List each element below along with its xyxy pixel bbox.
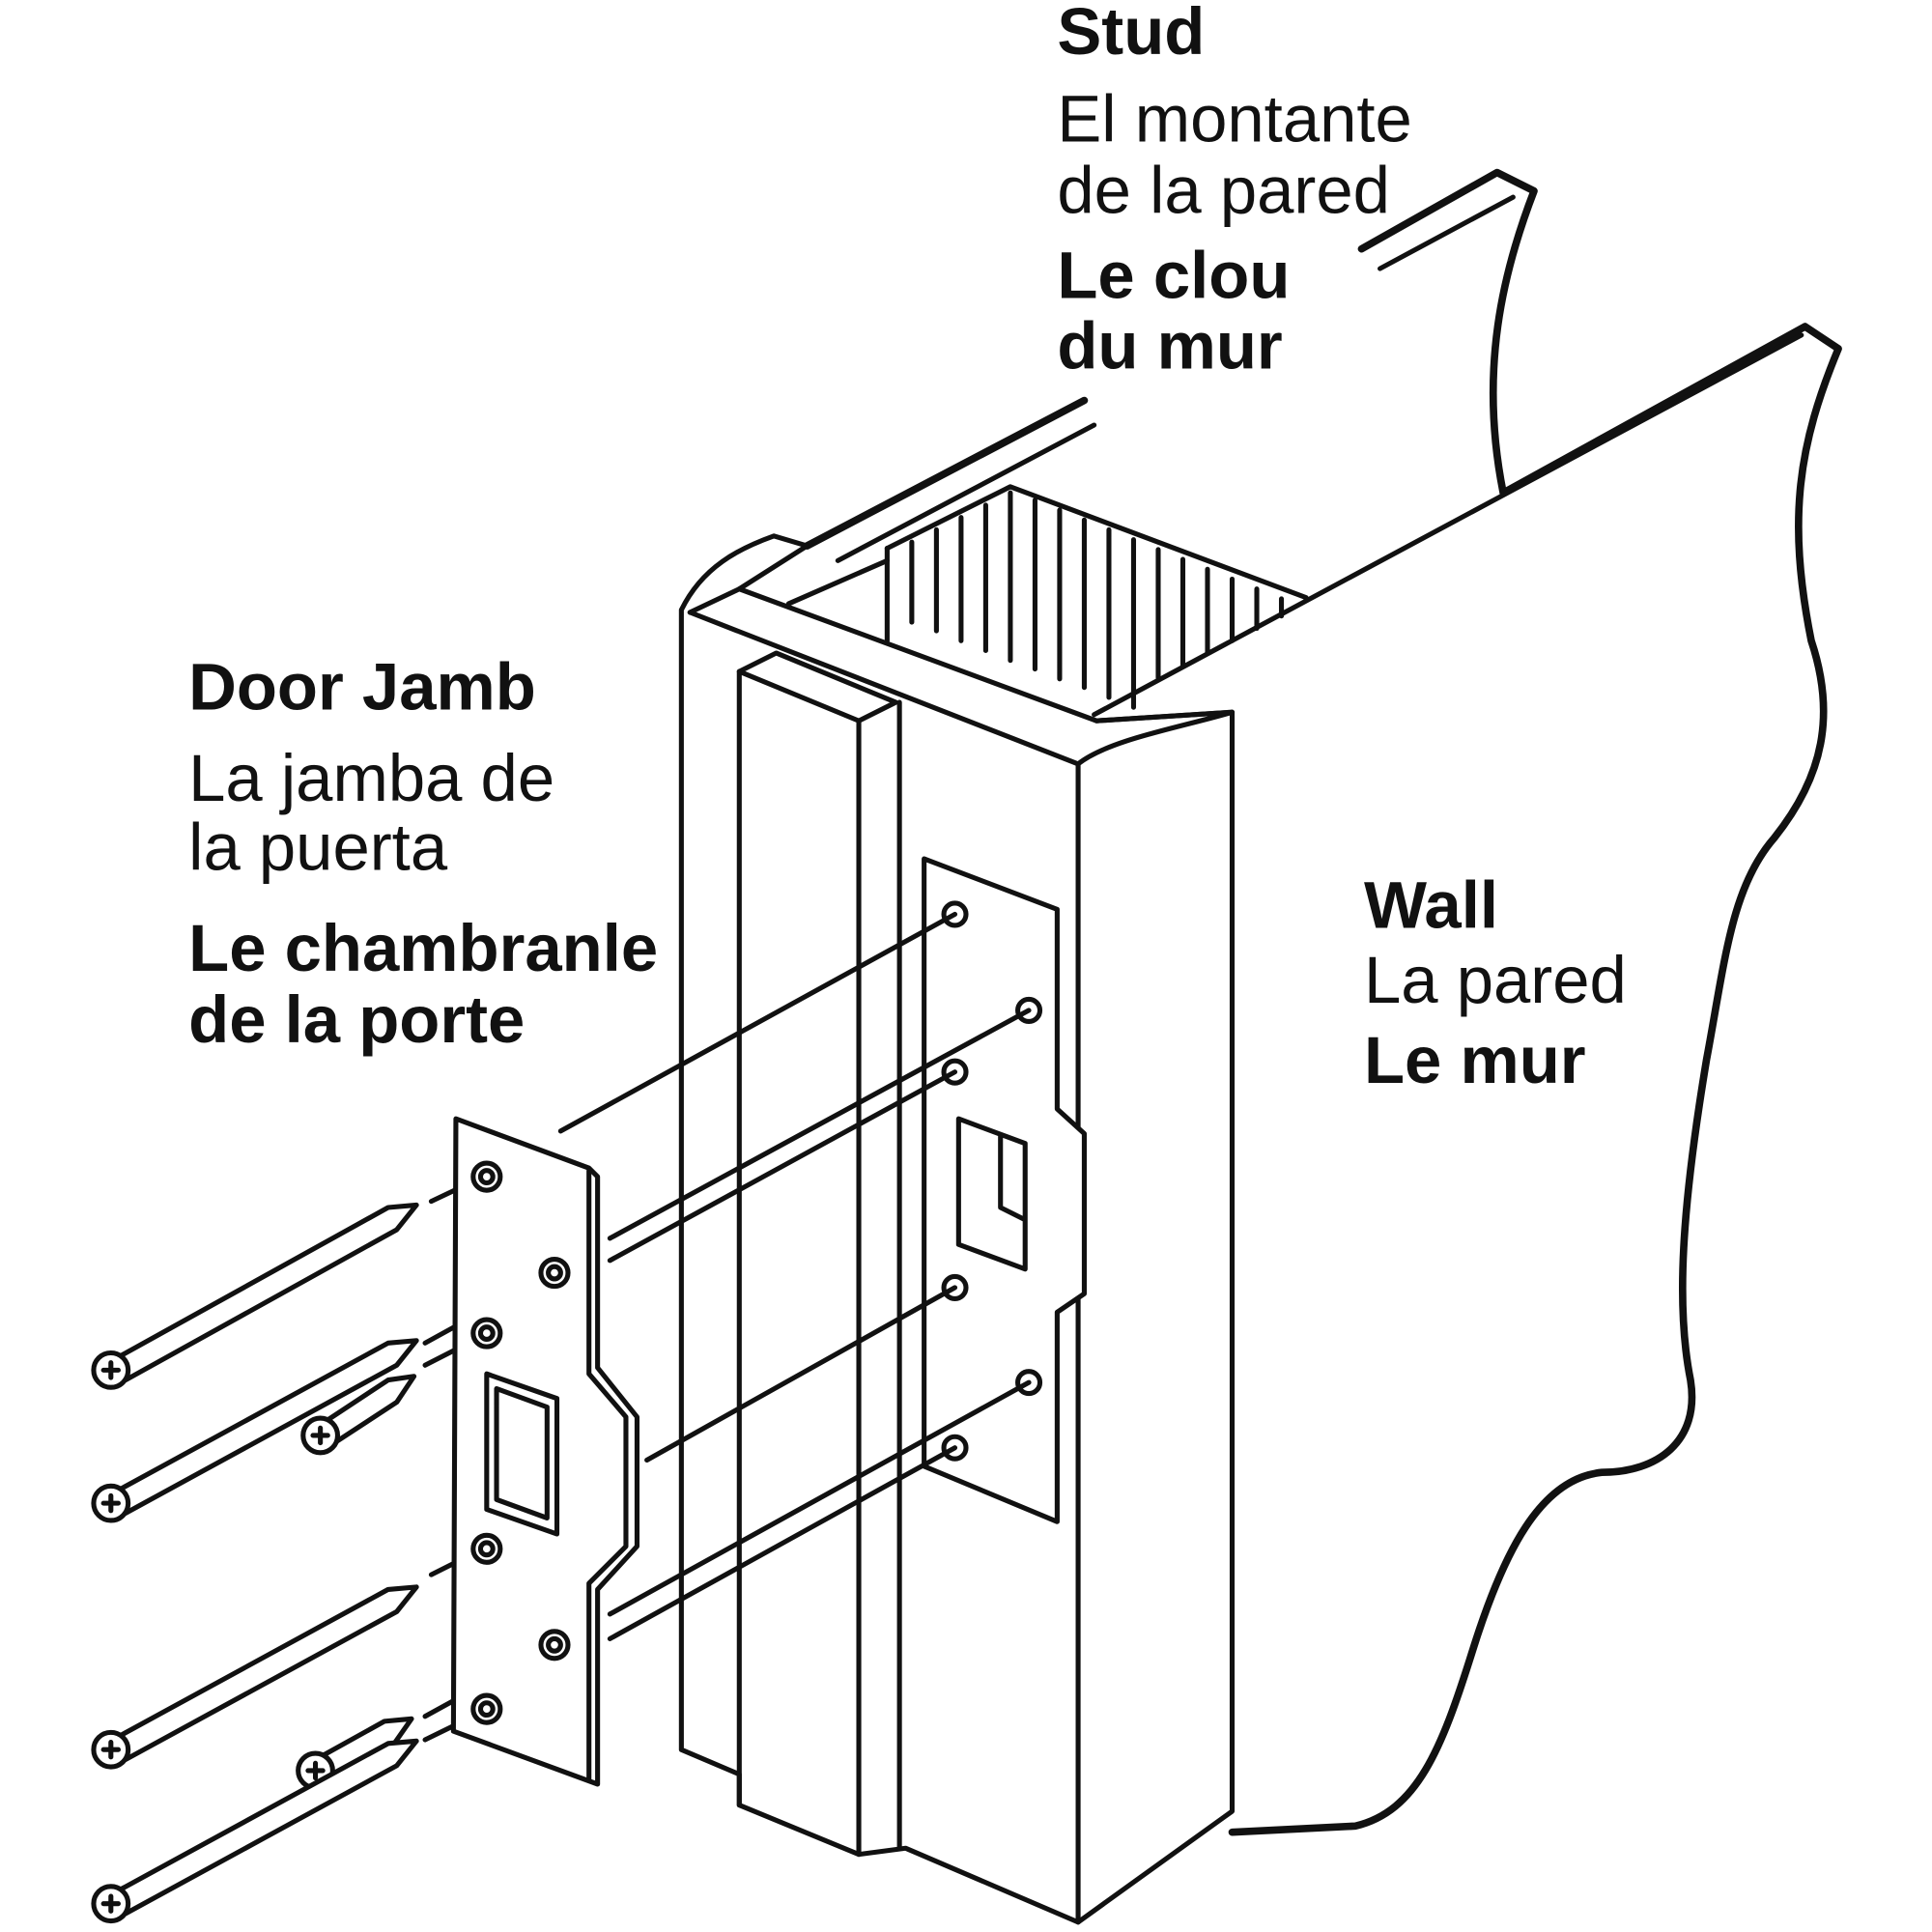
stud-label-fr-1: Le clou <box>1057 239 1290 313</box>
stud-label-en: Stud <box>1057 0 1205 69</box>
wall <box>803 168 1842 1836</box>
long-screw <box>91 1202 419 1390</box>
stud-label-es-2: de la pared <box>1057 154 1390 228</box>
stud-label-es-1: El montante <box>1057 82 1411 156</box>
door-jamb-label-fr-1: Le chambranle <box>188 911 658 985</box>
door-jamb-label-es-2: la puerta <box>188 810 448 885</box>
stud <box>884 484 1309 710</box>
short-screw <box>300 1374 417 1456</box>
wall-label: Wall La pared Le mur <box>1364 867 1627 1097</box>
long-screw <box>91 1738 419 1924</box>
screws <box>91 1202 419 1924</box>
wall-label-en: Wall <box>1364 867 1498 942</box>
long-screw <box>91 1584 419 1770</box>
door-jamb-label-es-1: La jamba de <box>188 741 554 815</box>
wall-label-es: La pared <box>1364 943 1627 1017</box>
door-jamb-label: Door Jamb La jamba de la puerta Le chamb… <box>188 650 658 1057</box>
door-jamb-label-fr-2: de la porte <box>188 982 525 1057</box>
wall-label-fr: Le mur <box>1364 1023 1586 1097</box>
strike-plate <box>450 1116 639 1787</box>
door-jamb-label-en: Door Jamb <box>188 650 536 724</box>
stud-label: Stud El montante de la pared Le clou du … <box>1057 0 1411 383</box>
plate-screw-holes <box>470 1160 571 1725</box>
long-screw <box>91 1338 419 1523</box>
stud-label-fr-2: du mur <box>1057 308 1282 383</box>
jamb-strike-mortise <box>922 856 1087 1524</box>
